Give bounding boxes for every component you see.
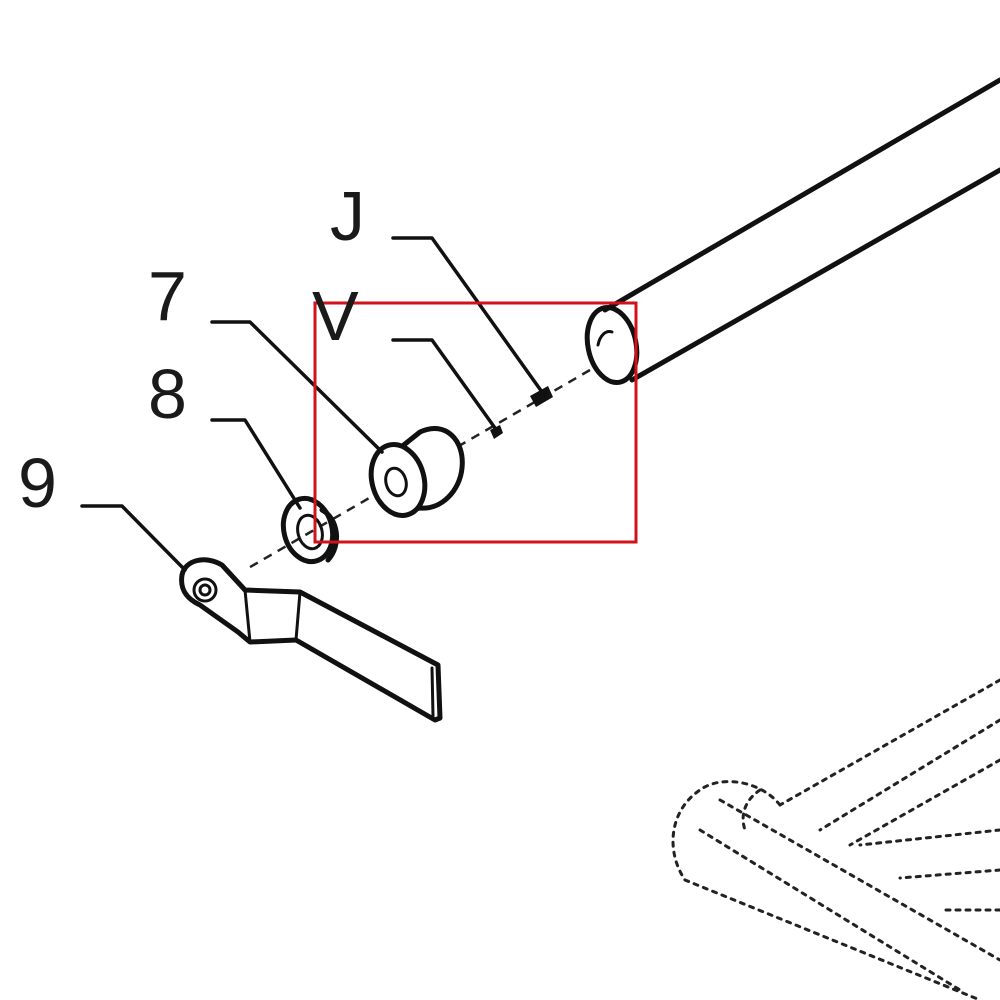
- leader-v: [391, 338, 497, 430]
- tube: [584, 77, 1000, 386]
- callout-j: J: [330, 177, 365, 255]
- callout-8: 8: [148, 355, 187, 433]
- part-7-bushing: [368, 425, 465, 518]
- callout-7: 7: [148, 257, 187, 335]
- leader-9: [80, 504, 187, 572]
- leader-7: [210, 320, 384, 454]
- highlight-box: [313, 301, 638, 544]
- dotted-frame-outline: [671, 678, 1000, 1000]
- part-9-lever: [179, 557, 443, 723]
- callout-9: 9: [18, 444, 57, 522]
- part-8-washer: [280, 495, 340, 565]
- part-j-insert: [530, 386, 553, 407]
- leader-8: [210, 418, 302, 510]
- leader-j: [391, 236, 544, 394]
- callout-v: V: [312, 277, 359, 355]
- leader-lines: [80, 236, 544, 572]
